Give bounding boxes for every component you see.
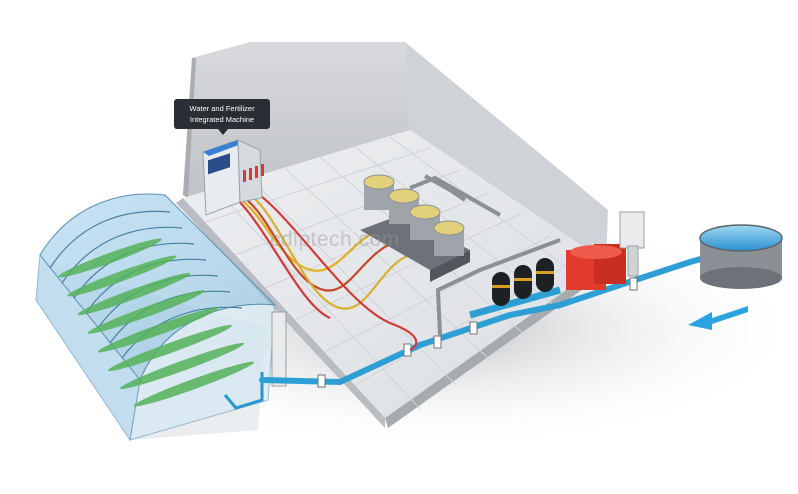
red-tanks <box>566 244 626 290</box>
yellow-line <box>231 193 381 272</box>
red-line <box>255 191 418 351</box>
machine-callout: Water and Fertilizer Integrated Machine <box>174 99 270 135</box>
barrel-platform-side <box>430 250 470 282</box>
filter-bands <box>492 271 554 288</box>
pump-stand <box>627 245 639 277</box>
orange-line <box>239 194 396 292</box>
water-fertilizer-machine <box>202 139 264 216</box>
back-wall-right <box>405 42 608 262</box>
floor-plane <box>183 130 606 418</box>
machine-valves <box>243 164 264 182</box>
filter-tanks <box>469 258 561 319</box>
greenhouse-valve-panel <box>271 311 287 387</box>
red-line-2 <box>235 197 331 320</box>
pool-water <box>699 224 783 252</box>
pump-box <box>619 211 645 249</box>
greenhouse-drip-pipe <box>223 372 264 410</box>
pump-unit <box>619 211 645 277</box>
barrel-platform <box>360 215 470 270</box>
callout-line-2: Integrated Machine <box>189 115 255 124</box>
red-tank-top <box>570 245 622 259</box>
water-pool <box>699 224 783 289</box>
grey-supply-pipes <box>409 174 561 336</box>
yellow-line-2 <box>247 192 411 310</box>
filter-1 <box>492 272 510 306</box>
plant-rows <box>58 238 255 407</box>
fertilizer-lines <box>231 191 418 351</box>
pool-base <box>700 267 782 289</box>
barrel-4 <box>433 220 465 256</box>
greenhouse <box>35 193 287 442</box>
flow-arrow-icon <box>688 306 748 330</box>
filter-manifold <box>469 286 561 319</box>
filter-2 <box>514 265 532 299</box>
watermark: cdlptech.com <box>270 228 400 251</box>
fertilizer-barrels <box>360 174 470 282</box>
callout-line-1: Water and Fertilizer <box>189 104 255 113</box>
machine-top <box>203 140 244 156</box>
machine-screen <box>208 153 230 175</box>
filter-3 <box>536 258 554 292</box>
